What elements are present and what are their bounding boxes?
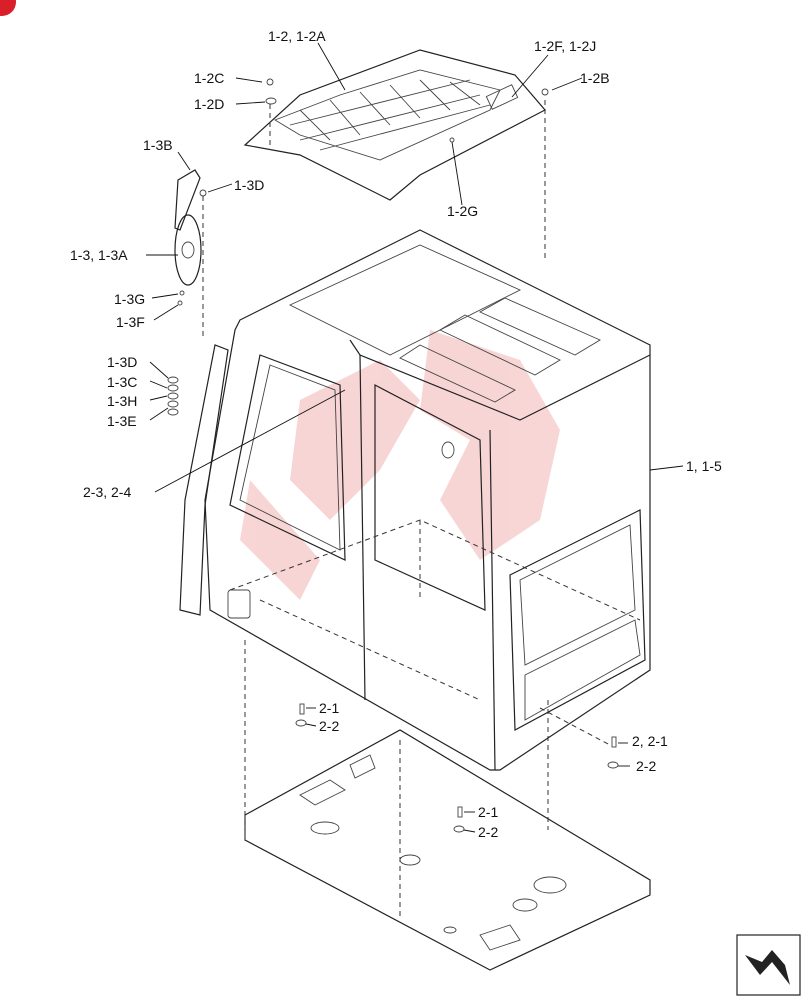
label-bolt-b: 1-2B xyxy=(580,70,610,86)
floor-plate xyxy=(244,729,651,971)
label-bolt-21-left: 2-1 xyxy=(319,700,340,716)
label-mirror-f: 1-3F xyxy=(116,314,145,330)
label-washer-3c: 1-3C xyxy=(107,374,138,390)
label-bolt-21-bottom: 2-1 xyxy=(478,804,499,820)
label-cab: 1, 1-5 xyxy=(686,458,722,474)
label-cover-g: 1-2G xyxy=(447,203,479,219)
label-nut-3e: 1-3E xyxy=(107,413,137,429)
guide-lines xyxy=(202,100,611,920)
corner-badge-icon xyxy=(0,0,16,16)
label-washer-3d: 1-3D xyxy=(107,354,138,370)
label-washer-22-right: 2-2 xyxy=(636,758,657,774)
label-bolt-c: 1-2C xyxy=(194,70,225,86)
label-washer-22-bottom: 2-2 xyxy=(478,824,499,840)
label-bolt-right: 2, 2-1 xyxy=(632,733,668,749)
label-washer-d: 1-2D xyxy=(194,96,225,112)
fasteners xyxy=(167,78,619,833)
label-washer-22-left: 2-2 xyxy=(319,718,340,734)
label-mirror-stay: 1-3B xyxy=(143,137,173,153)
arrow-navigation-icon xyxy=(736,934,801,996)
label-washer-3h: 1-3H xyxy=(107,393,138,409)
label-top-cover: 1-2, 1-2A xyxy=(268,28,326,44)
roof-cover-part xyxy=(243,49,546,201)
watermark-logo-icon xyxy=(240,330,560,600)
label-mirror: 1-3, 1-3A xyxy=(70,247,128,263)
leader-lines xyxy=(146,42,684,833)
label-mirror-g: 1-3G xyxy=(114,291,146,307)
label-cover-f: 1-2F, 1-2J xyxy=(534,38,597,54)
label-washer-3d-top: 1-3D xyxy=(234,177,265,193)
cab-body xyxy=(179,229,651,771)
label-glass: 2-3, 2-4 xyxy=(83,484,132,500)
